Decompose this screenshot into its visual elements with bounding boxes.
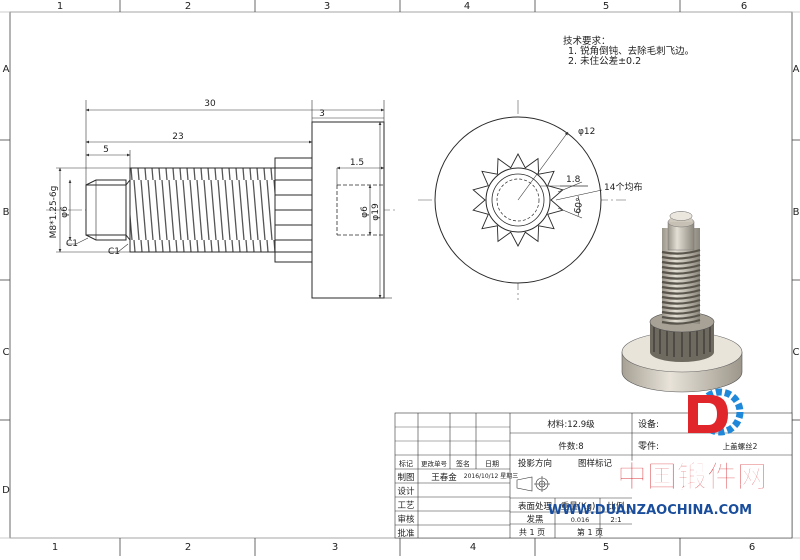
- role-review: 审核: [397, 514, 415, 525]
- thread-line: [661, 288, 701, 295]
- side-view-labels: 30 23 5 3 1.5 M8*1.25-6g φ6 φ6 φ19 C1 C1: [49, 99, 381, 257]
- header-signature: 签名: [456, 459, 470, 468]
- row-label: B: [793, 207, 800, 218]
- row-label: A: [3, 64, 10, 75]
- chamfer-label: C1: [108, 247, 120, 257]
- dim-shaft-length: 23: [172, 132, 183, 142]
- role-design: 设计: [397, 486, 415, 497]
- sheet-number: 第 1 页: [577, 527, 603, 537]
- dim-counterbore-depth: 1.5: [350, 158, 364, 168]
- dia-gear: φ12: [578, 127, 595, 137]
- col-label: 6: [741, 1, 747, 12]
- thread-section: [129, 167, 276, 253]
- drafter-name: 王春金: [431, 472, 457, 483]
- duanzao-logo: 中国锻件网 WWW.DUANZAOCHINA.COM: [548, 388, 767, 518]
- weight-label: 重量(Kg): [561, 501, 596, 512]
- side-view: [46, 121, 396, 299]
- role-process: 工艺: [397, 501, 414, 511]
- scale-value: 2:1: [610, 516, 621, 524]
- thread-line: [661, 303, 701, 310]
- chamfer-label: C1: [66, 239, 78, 249]
- part-3d-render: [621, 211, 743, 393]
- col-label: 6: [749, 542, 755, 553]
- front-view-labels: φ12 1.8 60° 14个均布: [566, 127, 642, 215]
- tech-req-title: 技术要求：: [563, 35, 611, 47]
- projection-label: 投影方向: [518, 458, 552, 469]
- part-name: 上盖螺丝2: [723, 441, 758, 451]
- watermark-cn: 中国锻件网: [617, 460, 767, 495]
- drafter-date: 2016/10/12 星期三: [464, 472, 519, 480]
- title-block: [394, 412, 793, 539]
- col-label: 5: [603, 1, 609, 12]
- thread-line: [661, 253, 701, 260]
- dim-pilot-length: 5: [103, 145, 109, 155]
- part-count: 件数:8: [558, 441, 583, 452]
- col-label: 1: [57, 1, 63, 12]
- row-label: C: [3, 347, 10, 358]
- col-label: 4: [464, 1, 470, 12]
- tech-requirements: 技术要求： 1. 锐角倒钝、去除毛刺飞边。 2. 未住公差±0.2: [563, 35, 694, 67]
- col-label: 3: [324, 1, 330, 12]
- weight-value: 0.016: [571, 516, 590, 524]
- col-label: 1: [52, 542, 58, 553]
- header-mark: 标记: [399, 459, 413, 468]
- thread-line: [661, 283, 701, 290]
- watermark-url: WWW.DUANZAOCHINA.COM: [548, 503, 752, 518]
- thread-line: [661, 248, 701, 255]
- material: 材料:12.9级: [547, 419, 595, 430]
- col-label: 3: [332, 542, 338, 553]
- col-label: 5: [603, 542, 609, 553]
- thread-line: [661, 308, 701, 315]
- total-sheets: 共 1 页: [519, 528, 545, 537]
- projection-symbol: [516, 476, 550, 492]
- tech-req-line: 2. 未住公差±0.2: [568, 55, 641, 67]
- thread-line: [661, 298, 701, 305]
- thread-line: [661, 293, 701, 300]
- row-label: C: [793, 347, 800, 358]
- thread-line: [661, 278, 701, 285]
- surface-value: 发黑: [526, 514, 544, 525]
- role-drafting: 制图: [397, 472, 414, 483]
- title-block-text: 材料:12.9级 件数:8 设备: 零件: 上盖螺丝2 投影方向 图样标记 表面…: [397, 418, 757, 539]
- dia-flange: φ19: [371, 203, 381, 221]
- col-label: 4: [470, 542, 476, 553]
- dia-pilot: φ6: [60, 206, 70, 218]
- thread-line: [661, 258, 701, 265]
- equipment-label: 设备:: [638, 418, 659, 430]
- dim-overall-length: 30: [204, 99, 216, 109]
- row-label: D: [2, 485, 10, 496]
- col-label: 2: [185, 1, 191, 12]
- header-change-no: 更改单号: [421, 459, 448, 468]
- col-label: 2: [185, 542, 191, 553]
- row-label: A: [793, 64, 800, 75]
- gear-profile: [472, 153, 564, 247]
- gear-logo-icon: [688, 388, 744, 436]
- thread-spec: M8*1.25-6g: [49, 186, 59, 239]
- scale-label: 比例: [607, 501, 624, 512]
- role-approve: 批准: [397, 528, 415, 539]
- thread-line: [661, 263, 701, 270]
- tooth-depth: 1.8: [566, 175, 581, 185]
- surface-label: 表面处理: [518, 501, 553, 512]
- thread-line: [661, 318, 701, 325]
- thread-lines: [661, 248, 701, 325]
- thread-line: [661, 273, 701, 280]
- dia-bore: φ6: [360, 206, 370, 218]
- tooth-count-note: 14个均布: [604, 181, 642, 193]
- dim-flange-thickness: 3: [319, 109, 325, 119]
- row-label: B: [3, 207, 10, 218]
- pattern-mark-label: 图样标记: [578, 458, 613, 469]
- header-date: 日期: [485, 460, 499, 468]
- thread-line: [661, 313, 701, 320]
- thread-line: [661, 268, 701, 275]
- front-view: [418, 100, 626, 300]
- tech-req-line: 1. 锐角倒钝、去除毛刺飞边。: [568, 45, 694, 57]
- part-label: 零件:: [638, 440, 659, 452]
- side-view-dimensions: [56, 100, 392, 299]
- tooth-angle: 60°: [573, 197, 586, 214]
